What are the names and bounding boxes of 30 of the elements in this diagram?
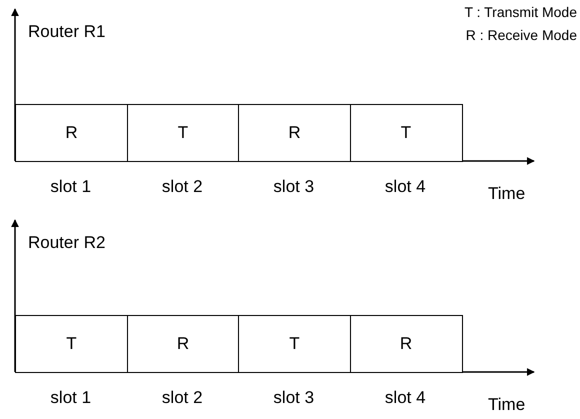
router-label: Router R1 [28, 22, 106, 42]
slot-label: slot 2 [160, 177, 204, 197]
time-slot [126, 315, 240, 373]
axis-label: Time [488, 184, 526, 204]
mode-letter: R [400, 334, 412, 354]
router-label: Router R2 [28, 233, 106, 253]
legend-text: T : Transmit Mode [464, 4, 577, 20]
time-slot [126, 104, 240, 162]
legend-text: R : Receive Mode [466, 27, 577, 43]
mode-letter: T [289, 334, 300, 354]
slot-label: slot 4 [384, 177, 427, 197]
slot-label: slot 3 [272, 388, 316, 408]
time-slot [350, 104, 462, 162]
axis-label: Time [488, 395, 526, 415]
mode-letter: T [66, 334, 77, 354]
slot-label: slot 1 [49, 177, 92, 197]
slot-label: slot 4 [384, 388, 427, 408]
mode-letter: T [178, 123, 188, 143]
time-slot [238, 315, 351, 373]
time-slot [238, 104, 351, 162]
slot-label: slot 2 [160, 388, 204, 408]
slot-label: slot 1 [49, 388, 92, 408]
time-slot [15, 104, 128, 162]
time-slot [15, 315, 128, 373]
time-slot [350, 315, 462, 373]
mode-letter: T [400, 123, 412, 143]
mode-letter: R [176, 334, 190, 354]
mode-letter: R [288, 123, 301, 143]
mode-letter: R [65, 123, 78, 143]
slot-label: slot 3 [272, 177, 316, 197]
